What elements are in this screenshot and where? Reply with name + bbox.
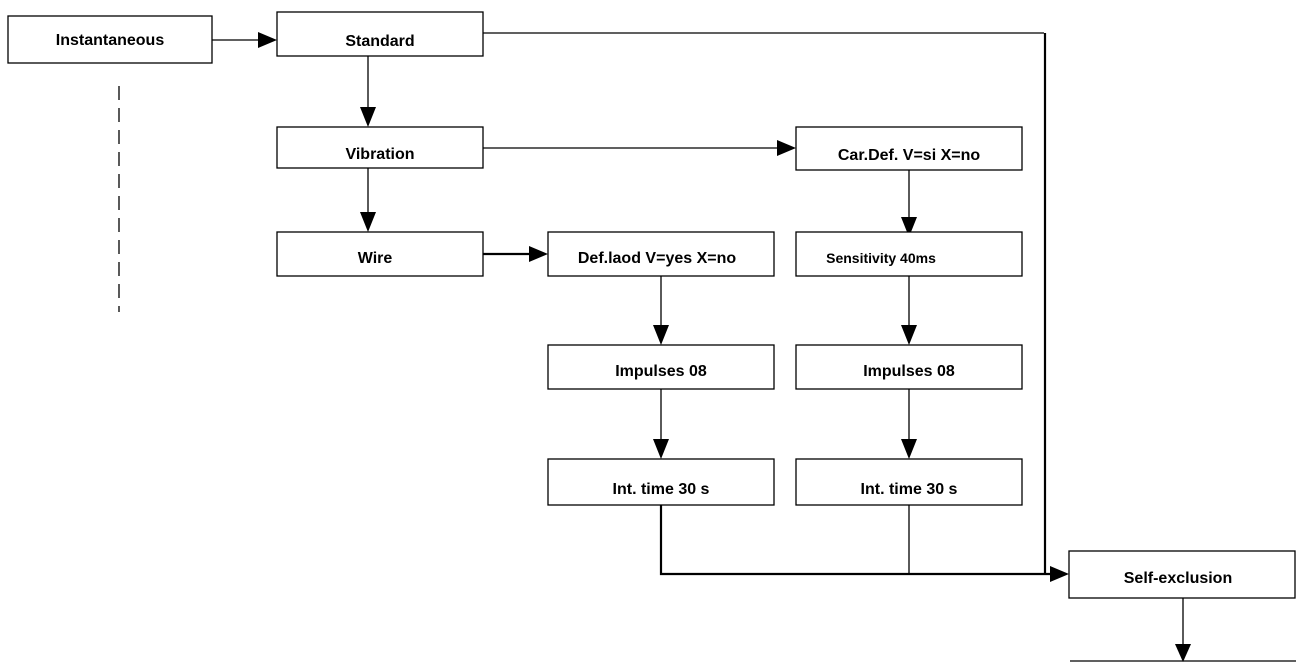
- arrowhead-deflaod: [529, 246, 548, 262]
- node-int-time-left: Int. time 30 s: [547, 458, 775, 506]
- node-standard: Standard: [276, 11, 484, 57]
- node-def-laod-label: Def.laod V=yes X=no: [578, 250, 737, 267]
- arrowhead-wire: [360, 212, 376, 232]
- node-impulses-left: Impulses 08: [547, 344, 775, 390]
- node-car-def: Car.Def. V=si X=no: [795, 126, 1023, 171]
- arrowhead-below: [1175, 644, 1191, 662]
- node-int-time-right-label: Int. time 30 s: [861, 481, 958, 498]
- node-vibration: Vibration: [276, 126, 484, 169]
- edge-inttime-left-selfexclusion: [659, 505, 1050, 576]
- node-self-exclusion: Self-exclusion: [1068, 550, 1296, 599]
- arrowhead-standard: [258, 32, 277, 48]
- node-instantaneous-label: Instantaneous: [56, 32, 165, 49]
- node-self-exclusion-label: Self-exclusion: [1124, 570, 1232, 587]
- node-instantaneous: Instantaneous: [7, 15, 213, 64]
- node-sensitivity-label: Sensitivity 40ms: [826, 250, 936, 266]
- node-impulses-right: Impulses 08: [795, 344, 1023, 390]
- arrowhead-inttime-left: [653, 439, 669, 459]
- arrowhead-inttime-right: [901, 439, 917, 459]
- node-wire: Wire: [276, 231, 484, 277]
- arrowhead-impulses-right: [901, 325, 917, 345]
- node-int-time-right: Int. time 30 s: [795, 458, 1023, 506]
- node-wire-label: Wire: [358, 250, 393, 267]
- node-impulses-right-label: Impulses 08: [863, 363, 955, 380]
- node-vibration-label: Vibration: [345, 146, 414, 163]
- node-def-laod: Def.laod V=yes X=no: [547, 231, 775, 277]
- arrowhead-vibration: [360, 107, 376, 127]
- node-car-def-label: Car.Def. V=si X=no: [838, 147, 981, 164]
- arrowhead-sensitivity: [901, 217, 917, 237]
- arrowhead-selfexclusion: [1050, 566, 1069, 582]
- node-standard-label: Standard: [345, 33, 414, 50]
- arrowhead-impulses-left: [653, 325, 669, 345]
- node-sensitivity: Sensitivity 40ms: [795, 231, 1023, 277]
- node-impulses-left-label: Impulses 08: [615, 363, 707, 380]
- node-int-time-left-label: Int. time 30 s: [613, 481, 710, 498]
- arrowhead-cardef: [777, 140, 796, 156]
